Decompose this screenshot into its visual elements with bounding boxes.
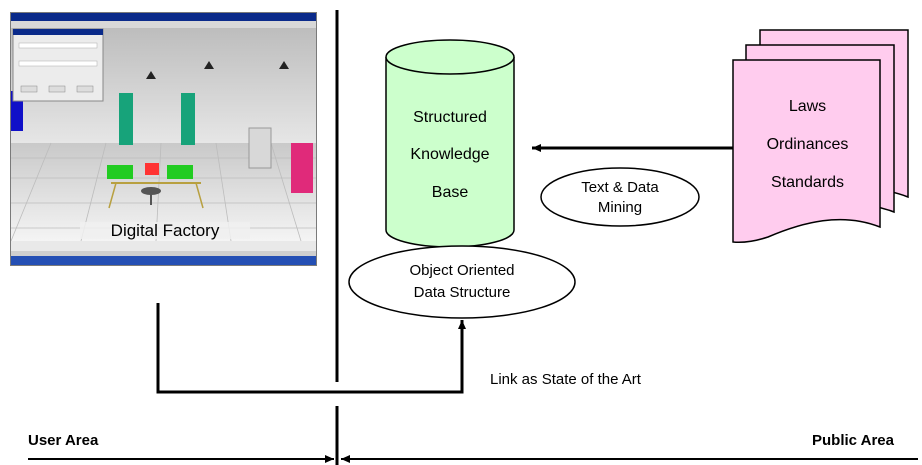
screenshot-taskbar <box>11 256 316 265</box>
screenshot-titlebar <box>11 13 316 21</box>
text-mining-line2: Mining <box>597 199 643 216</box>
digital-factory-label: Digital Factory <box>80 222 250 239</box>
data-structure-line1: Object Oriented <box>409 262 515 279</box>
data-structure-line2: Data Structure <box>413 284 511 301</box>
screenshot-statusbar <box>11 251 316 256</box>
documents-stack <box>732 29 909 243</box>
documents-line3: Standards <box>771 174 844 191</box>
documents-line1: Laws <box>788 98 827 115</box>
user-area-label: User Area <box>28 432 99 449</box>
text-mining-line1: Text & Data <box>581 179 659 196</box>
link-label: Link as State of the Art <box>490 371 641 388</box>
knowledge-base-line2: Knowledge <box>410 146 490 163</box>
data-structure-ellipse <box>348 245 576 319</box>
knowledge-base-line1: Structured <box>413 109 487 126</box>
knowledge-base-cylinder <box>385 39 515 248</box>
screenshot-menubar <box>11 21 316 28</box>
digital-factory-screenshot <box>10 12 317 266</box>
documents-line2: Ordinances <box>766 136 849 153</box>
knowledge-base-line3: Base <box>431 184 469 201</box>
text-mining-ellipse <box>540 167 700 227</box>
public-area-label: Public Area <box>812 432 894 449</box>
link-connector <box>156 303 466 394</box>
